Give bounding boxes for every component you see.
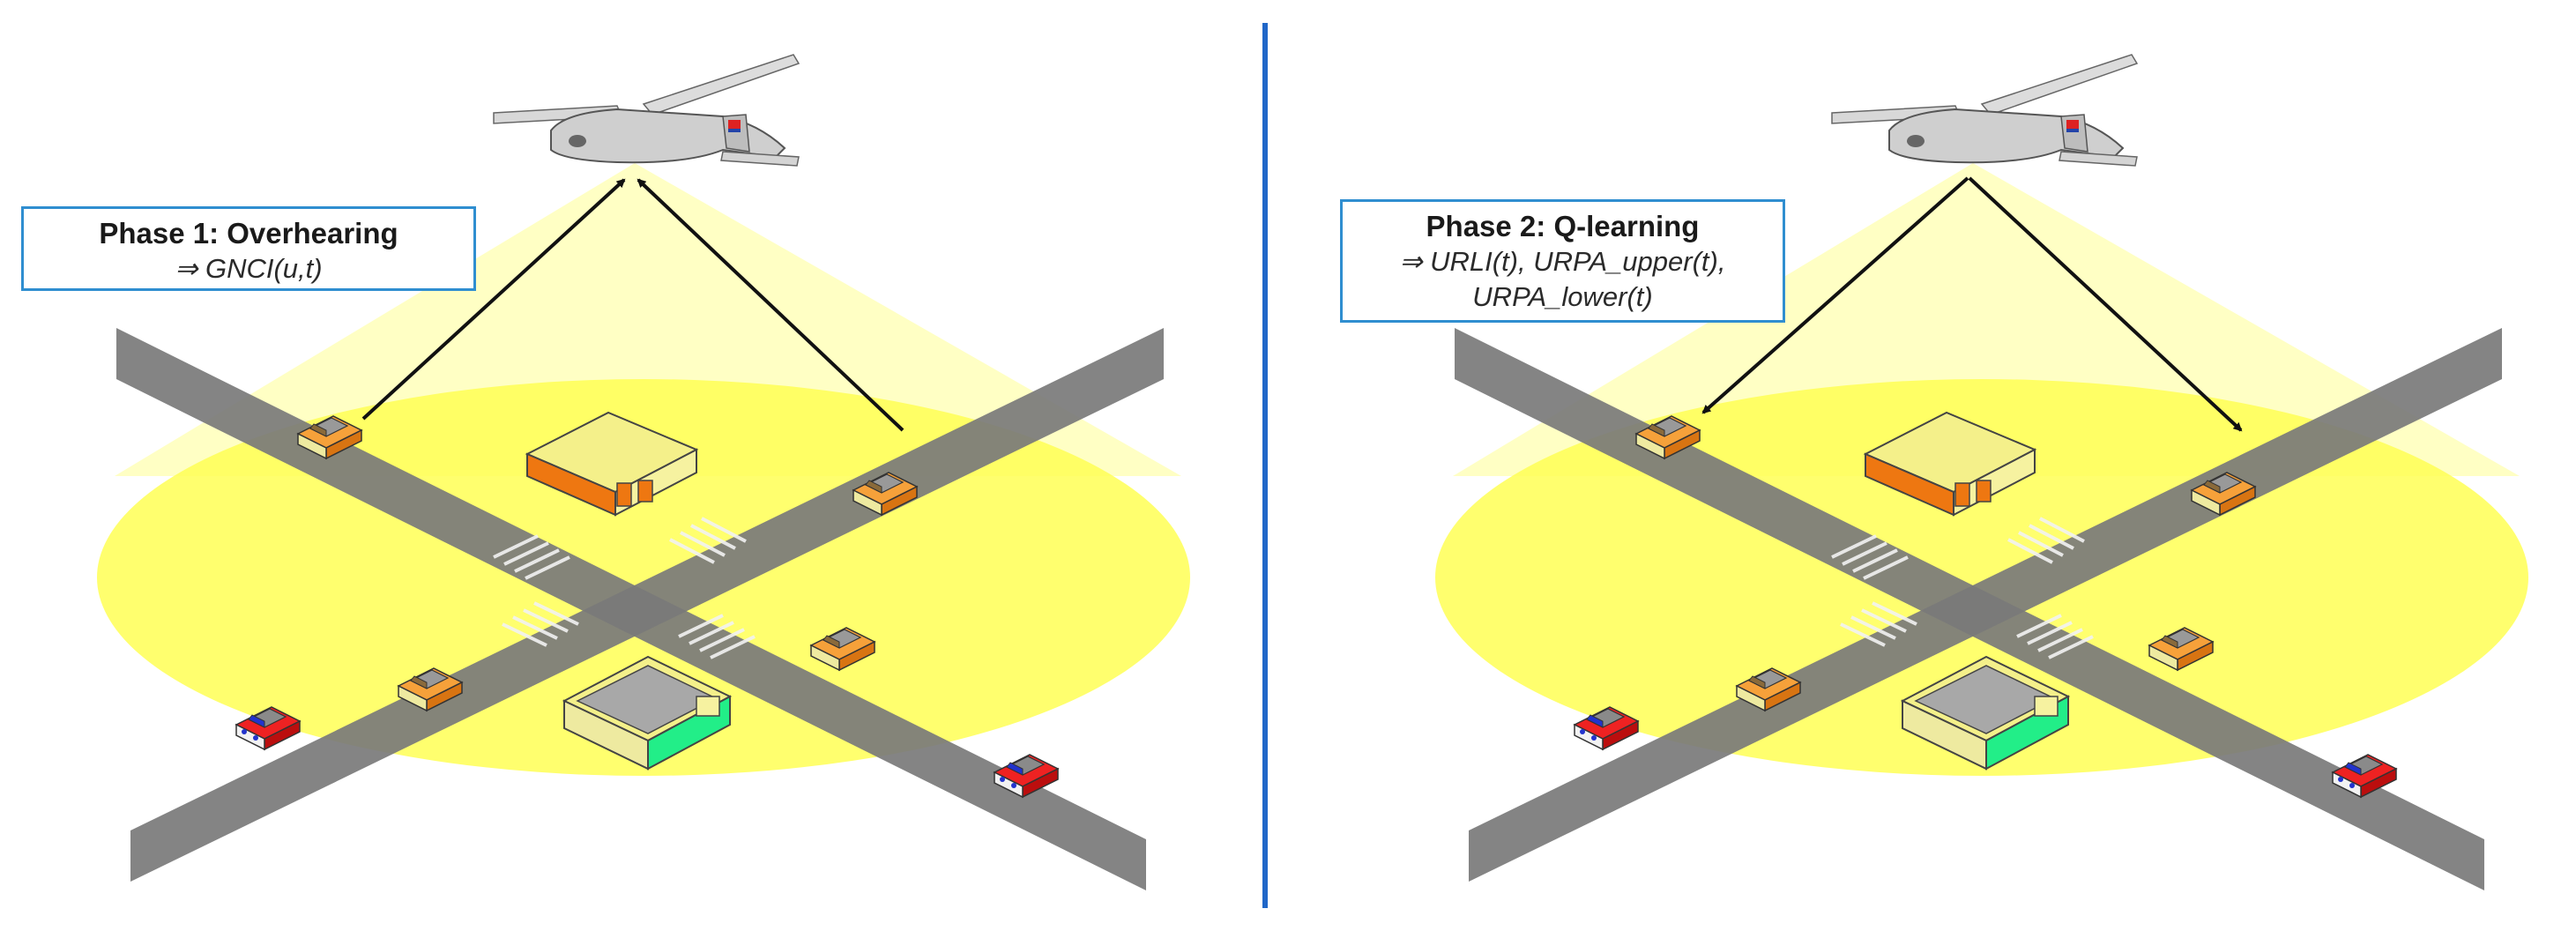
arrow-icon [637, 178, 905, 432]
phase2-output-line1: ⇒ URLI(t), URPA_upper(t), [1399, 246, 1726, 277]
phase-divider [1262, 23, 1268, 908]
phase2-title: Phase 2: Q-learning [1426, 210, 1700, 242]
arrow-icon [1701, 176, 1969, 414]
phase2-output-line2: URPA_lower(t) [1472, 281, 1653, 312]
phase1-output: ⇒ GNCI(u,t) [175, 253, 323, 284]
phase1-label-box: Phase 1: Overhearing ⇒ GNCI(u,t) [21, 206, 476, 291]
arrow-icon [1968, 176, 2243, 432]
phase2-label-box: Phase 2: Q-learning ⇒ URLI(t), URPA_uppe… [1340, 199, 1785, 323]
arrow-icon [361, 178, 626, 421]
phase1-title: Phase 1: Overhearing [99, 217, 398, 250]
